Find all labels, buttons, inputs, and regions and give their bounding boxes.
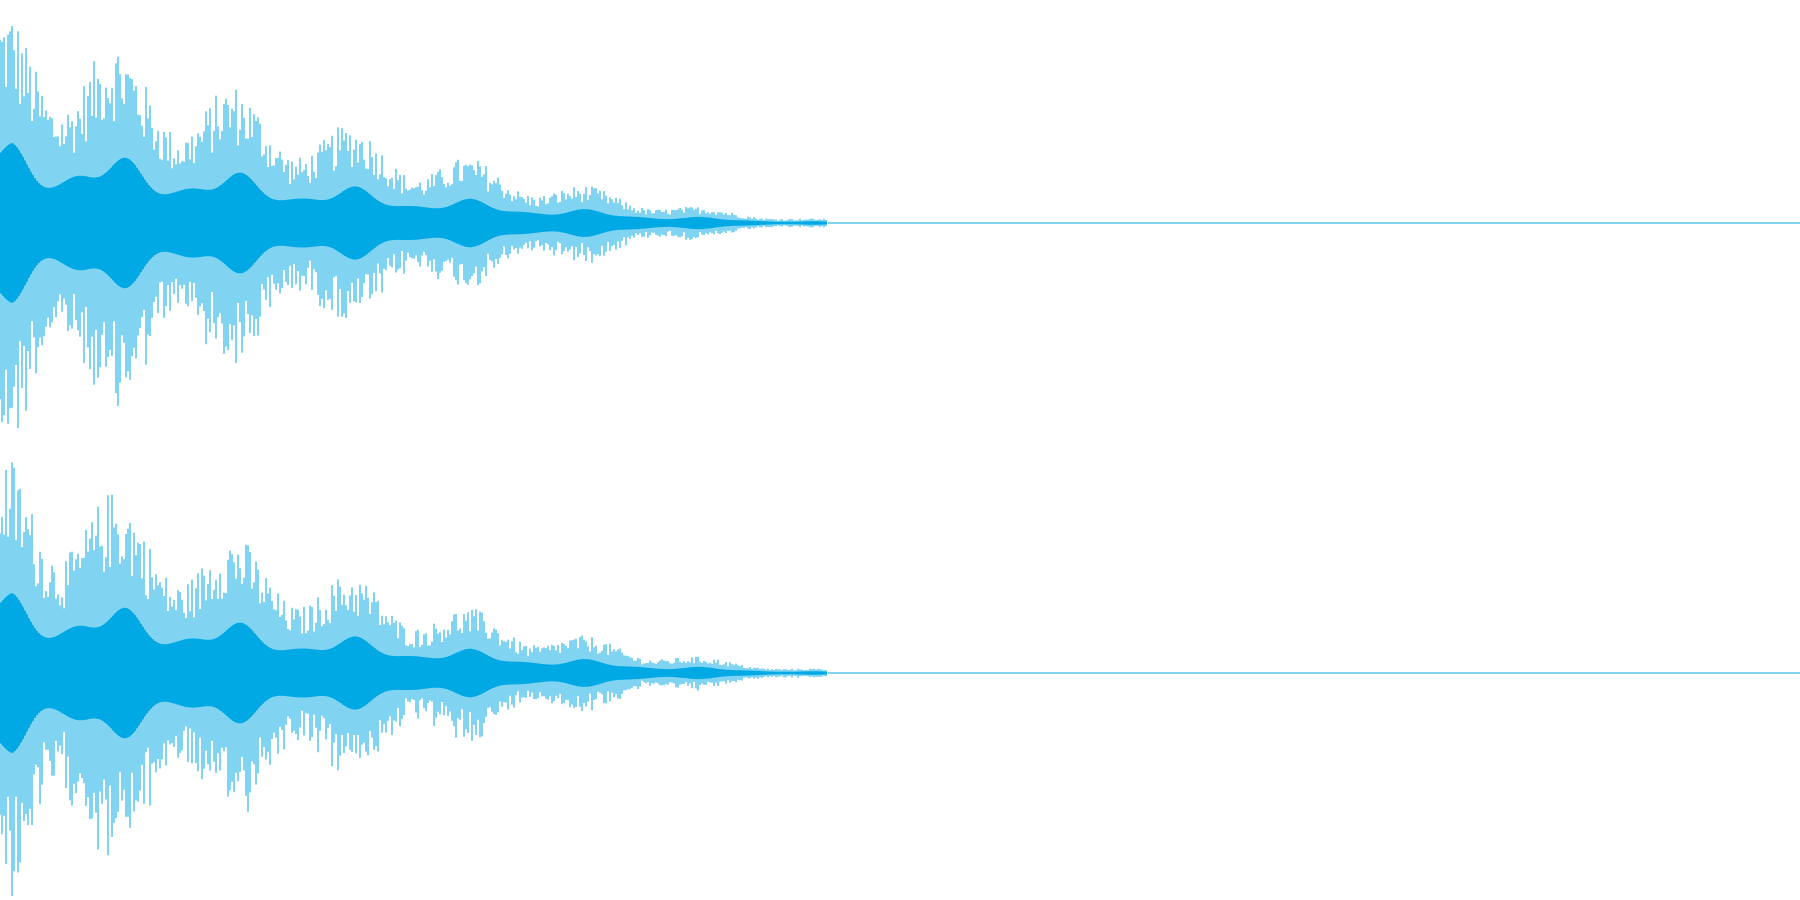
channel-left-waveform: [0, 26, 1800, 428]
waveform-peaks: [0, 26, 827, 428]
channel-right-waveform: [0, 462, 1800, 896]
waveform-peaks: [0, 462, 827, 896]
